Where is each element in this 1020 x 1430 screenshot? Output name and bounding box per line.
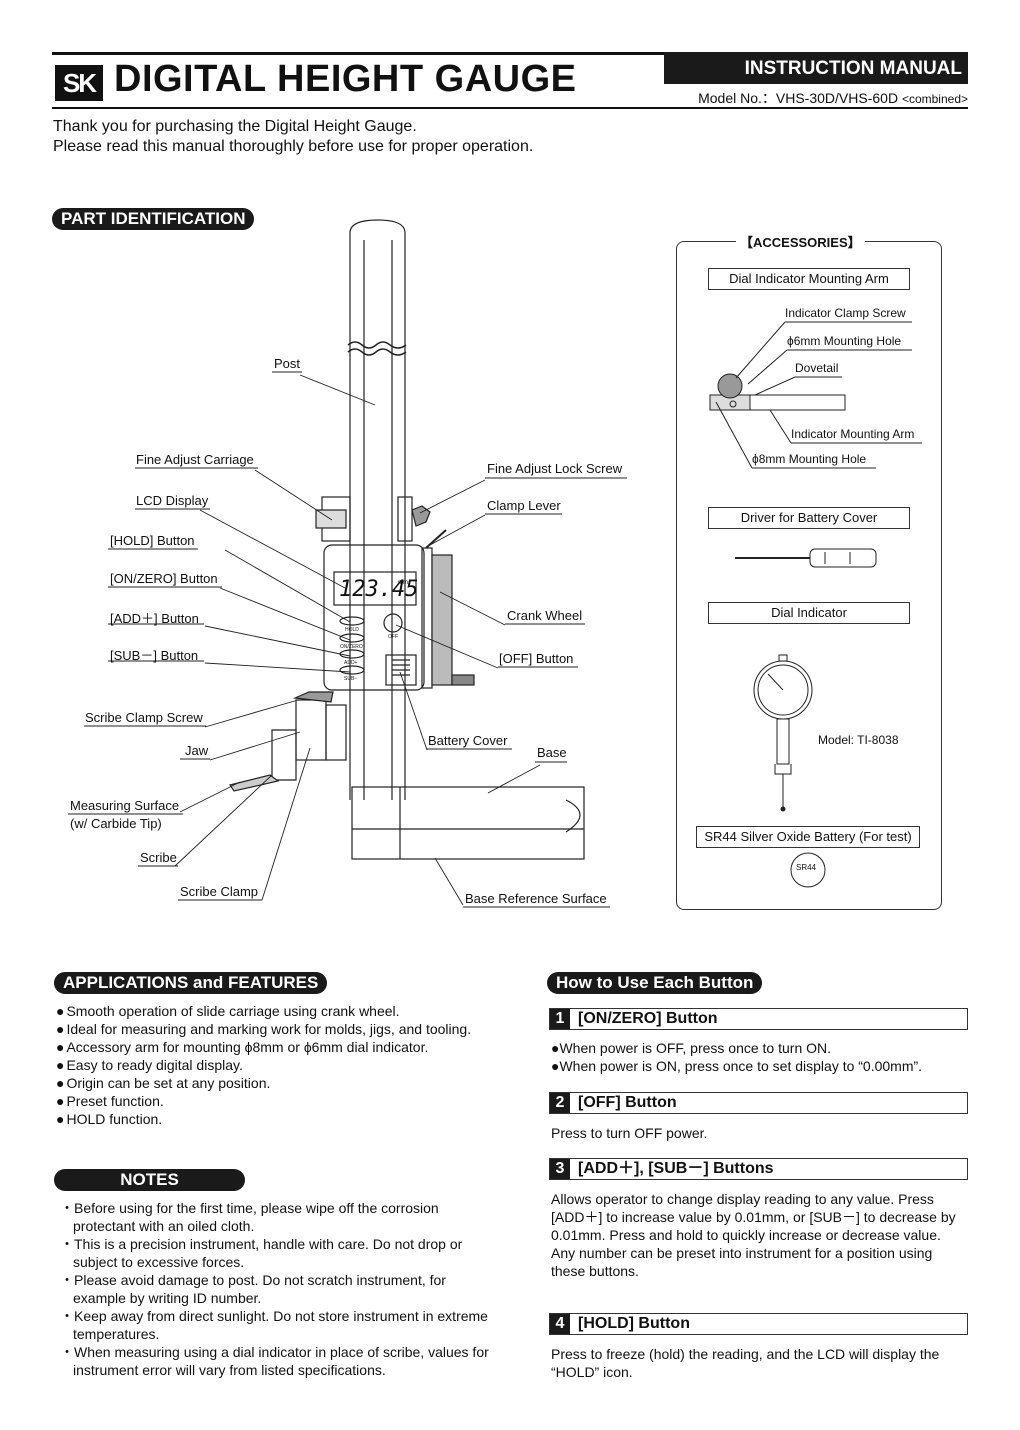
section-number: 2 (550, 1093, 570, 1113)
section-on-zero: 1 [ON/ZERO] Button (549, 1008, 968, 1030)
notes-heading: NOTES (54, 1169, 245, 1191)
note-item: Please avoid damage to post. Do not scra… (60, 1271, 500, 1307)
section-hold-body: Press to freeze (hold) the reading, and … (551, 1346, 940, 1380)
section-title: [ADD＋], [SUB－] Buttons (578, 1160, 774, 1177)
note-item: This is a precision instrument, handle w… (60, 1235, 500, 1271)
panel-on-zero-label: ON/ZERO (340, 644, 363, 650)
sk-logo: SK (55, 65, 103, 101)
model-number: Model No.：VHS-30D/VHS-60D <combined> (660, 88, 968, 108)
label-fine-adjust-lock-screw: Fine Adjust Lock Screw (487, 461, 623, 476)
label-indicator-mounting-arm: Indicator Mounting Arm (791, 427, 915, 441)
label-crank-wheel: Crank Wheel (507, 608, 583, 623)
label-6mm-hole: ϕ6mm Mounting Hole (787, 334, 902, 348)
section-number: 1 (550, 1009, 570, 1029)
section-hold: 4 [HOLD] Button (549, 1313, 968, 1335)
label-carbide-tip: (w/ Carbide Tip) (70, 816, 162, 831)
features-list: Smooth operation of slide carriage using… (56, 1002, 471, 1128)
mounting-arm-box: Dial Indicator Mounting Arm (708, 268, 910, 290)
note-item: Before using for the first time, please … (60, 1199, 500, 1235)
section-number: 3 (550, 1159, 570, 1179)
label-scribe-clamp: Scribe Clamp (180, 884, 259, 899)
label-dovetail: Dovetail (795, 361, 839, 375)
label-base-reference-surface: Base Reference Surface (465, 891, 607, 906)
header-top-rule (52, 52, 968, 55)
label-lcd-display: LCD Display (136, 493, 209, 508)
manual-label: INSTRUCTION MANUAL (744, 58, 962, 79)
feature-item: Ideal for measuring and marking work for… (56, 1020, 471, 1038)
panel-off-label: OFF (388, 634, 398, 640)
label-fine-adjust-carriage: Fine Adjust Carriage (136, 452, 254, 467)
label-indicator-clamp-screw: Indicator Clamp Screw (785, 306, 906, 320)
label-off-button: [OFF] Button (499, 651, 574, 666)
panel-hold-label: HOLD (345, 627, 359, 633)
dial-model: Model: TI-8038 (818, 733, 899, 747)
section-title: [HOLD] Button (578, 1315, 690, 1332)
battery-box: SR44 Silver Oxide Battery (For test) (696, 826, 920, 848)
label-sub-button: [SUB－] Button (110, 648, 199, 663)
section-add-sub-body: Allows operator to change display readin… (551, 1190, 969, 1280)
section-title: [ON/ZERO] Button (578, 1010, 718, 1027)
label-battery-cover: Battery Cover (428, 733, 508, 748)
label-base: Base (537, 745, 567, 760)
lcd-unit: mm (398, 580, 408, 586)
label-clamp-lever: Clamp Lever (487, 498, 561, 513)
label-measuring-surface: Measuring Surface (70, 798, 180, 813)
feature-item: HOLD function. (56, 1110, 471, 1128)
feature-item: Origin can be set at any position. (56, 1074, 471, 1092)
label-jaw: Jaw (185, 743, 209, 758)
how-to-heading: How to Use Each Button (547, 972, 763, 994)
applications-heading: APPLICATIONS and FEATURES (54, 972, 328, 994)
add-sub-text: Allows operator to change display readin… (551, 1191, 956, 1243)
section-title: [OFF] Button (578, 1094, 677, 1111)
model-number-text: Model No.：VHS-30D/VHS-60D (698, 90, 902, 106)
page-title: DIGITAL HEIGHT GAUGE (114, 58, 577, 100)
section-off-body: Press to turn OFF power. (551, 1125, 708, 1141)
panel-sub-label: SUB− (344, 676, 358, 682)
intro-text: Thank you for purchasing the Digital Hei… (53, 117, 533, 157)
lcd-reading: 123.45 (339, 577, 419, 602)
label-scribe-clamp-screw: Scribe Clamp Screw (85, 710, 203, 725)
intro-line-2: Please read this manual thoroughly befor… (53, 138, 534, 155)
section-add-sub: 3 [ADD＋], [SUB－] Buttons (549, 1158, 968, 1180)
feature-item: Preset function. (56, 1092, 471, 1110)
label-8mm-hole: ϕ8mm Mounting Hole (752, 452, 867, 466)
model-combined: <combined> (901, 92, 968, 106)
section-off: 2 [OFF] Button (549, 1092, 968, 1114)
note-item: When measuring using a dial indicator in… (60, 1343, 500, 1379)
on-zero-line-2: When power is ON, press once to set disp… (551, 1057, 969, 1075)
label-post: Post (274, 356, 301, 371)
label-add-button: [ADD＋] Button (110, 611, 199, 626)
intro-line-1: Thank you for purchasing the Digital Hei… (53, 118, 417, 135)
feature-item: Smooth operation of slide carriage using… (56, 1002, 471, 1020)
manual-label-box (664, 52, 968, 84)
battery-mark: SR44 (796, 863, 817, 872)
section-number: 4 (550, 1314, 570, 1334)
section-on-zero-body: When power is OFF, press once to turn ON… (551, 1039, 969, 1075)
label-hold-button: [HOLD] Button (110, 533, 195, 548)
label-scribe: Scribe (140, 850, 177, 865)
driver-box: Driver for Battery Cover (708, 507, 910, 529)
dial-indicator-box: Dial Indicator (708, 602, 910, 624)
add-sub-text-2: Any number can be preset into instrument… (551, 1245, 933, 1279)
header-bottom-rule (52, 107, 968, 109)
part-identification-heading: PART IDENTIFICATION (52, 208, 255, 230)
accessories-heading: 【ACCESSORIES】 (736, 232, 865, 251)
note-item: Keep away from direct sunlight. Do not s… (60, 1307, 500, 1343)
label-on-zero-button: [ON/ZERO] Button (110, 571, 218, 586)
feature-item: Accessory arm for mounting ϕ8mm or ϕ6mm … (56, 1038, 471, 1056)
on-zero-line-1: When power is OFF, press once to turn ON… (551, 1039, 969, 1057)
panel-add-label: ADD+ (344, 660, 358, 666)
feature-item: Easy to ready digital display. (56, 1056, 471, 1074)
notes-list: Before using for the first time, please … (60, 1199, 500, 1379)
